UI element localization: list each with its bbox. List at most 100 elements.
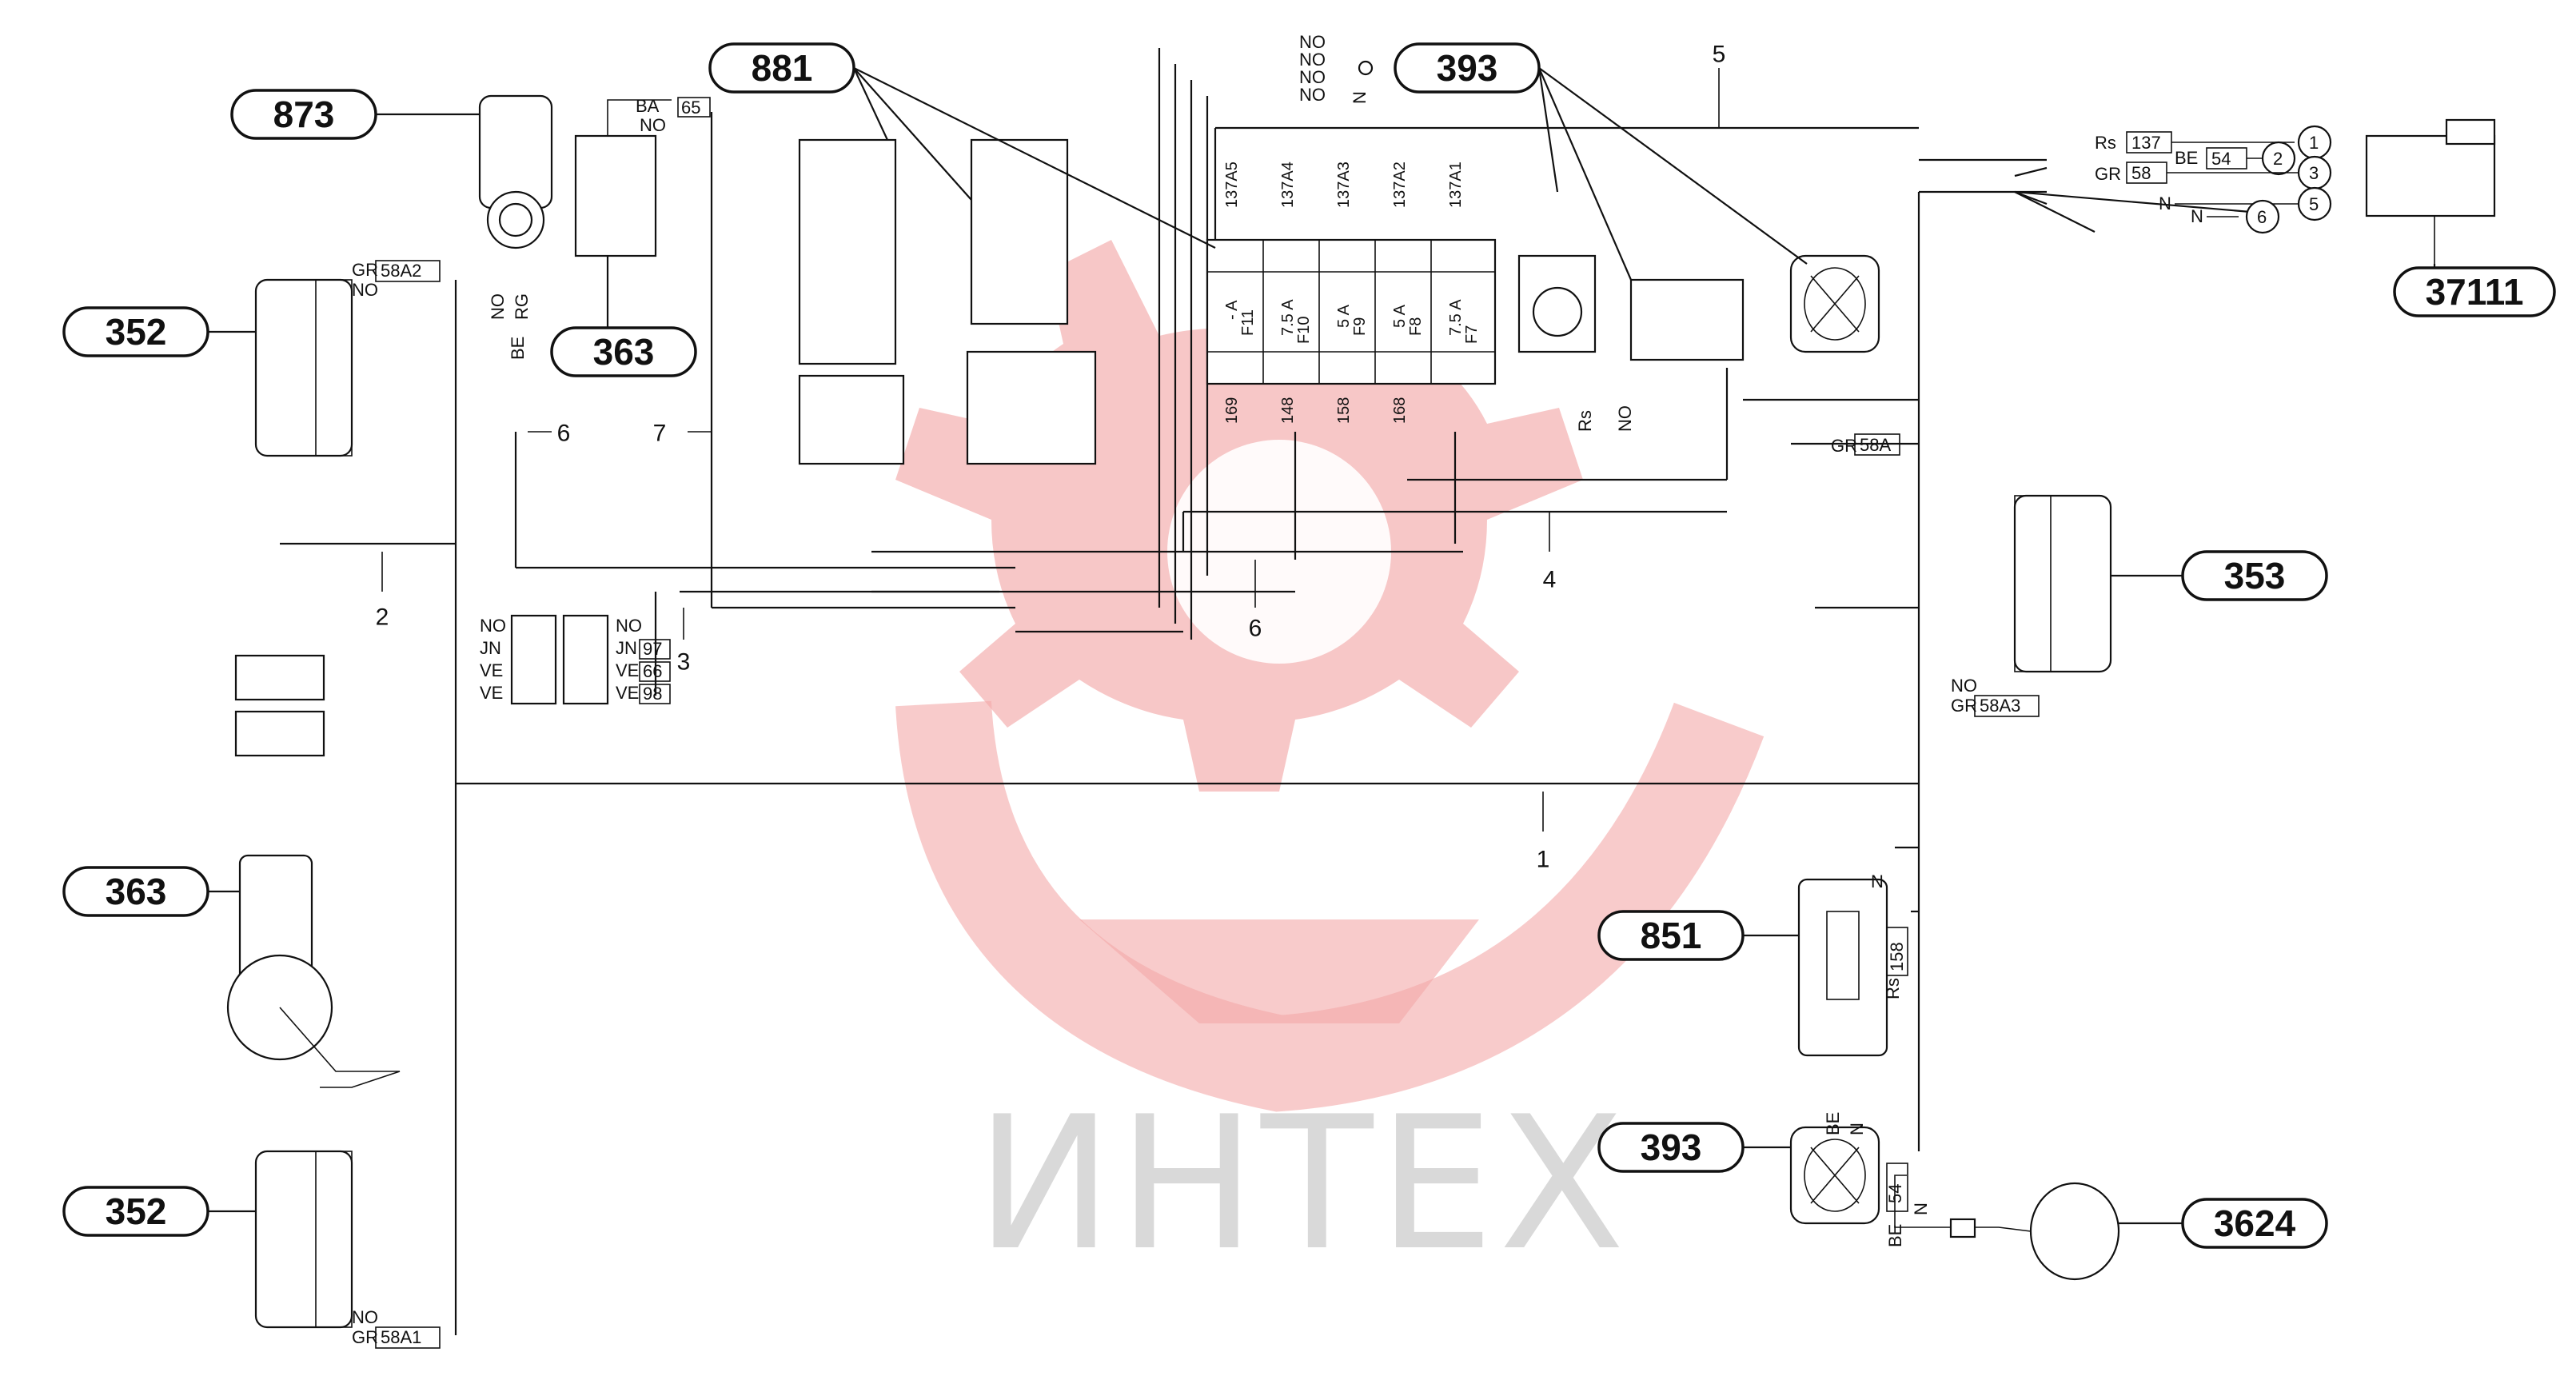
top-ground-labels: NO NO NO NO N [1299,32,1374,105]
fuse-f10: 137A4 7.5 A F10 148 [1279,162,1313,424]
wire-label: Rs [1575,410,1595,432]
callout-37111[interactable] [2393,266,2556,317]
wire-label: VE [616,683,639,703]
pin-row-6: N 6 [2191,199,2280,234]
wire-label: N [1871,871,1884,891]
fuse-f11: 137A5 - A F11 169 [1223,162,1257,424]
fuse-name: F9 [1351,317,1369,336]
wire-label: NO [1951,676,1977,696]
watermark-text: ИНТЕХ [975,1078,1629,1291]
callout-393-top[interactable] [1394,42,1541,94]
fuse-rating: 7.5 A [1279,299,1297,336]
wire-label: NO [616,616,642,636]
fuse-out: 168 [1391,397,1409,424]
component-363-top: BA 65 NO [574,96,711,257]
callout-363-top-label: 363 [593,331,655,373]
wire-label: 58A3 [1980,696,2020,716]
wire-label: NO [488,293,508,320]
harness-number: 6 [1249,616,1262,642]
harness-number: 4 [1543,567,1557,593]
wire-label: NO [480,616,506,636]
callout-873[interactable] [230,89,377,140]
callout-393-bottom-label: 393 [1641,1127,1702,1168]
fuse-out: 148 [1279,397,1297,424]
wire-label: BE [1823,1112,1843,1135]
callout-873-label: 873 [273,94,335,135]
wire-label: NO [1615,405,1635,432]
wire-label: Rs [1883,978,1903,999]
wire-label: NO [352,1307,378,1327]
callout-353[interactable] [2181,550,2328,601]
pin-number: 2 [2273,149,2283,169]
wire-label: NO [1299,85,1326,105]
callout-851[interactable] [1597,910,1745,961]
callout-363-bottom-label: 363 [106,871,167,912]
wire-label: NO [1299,50,1326,70]
component-352-bottom: NO GR 58A1 [254,1150,441,1349]
pin-number: 1 [2309,133,2319,153]
component-3624: 54 BE N [1885,1163,2120,1281]
connector-block-left [798,350,1097,465]
component-881 [798,138,1069,365]
callout-3624[interactable] [2181,1198,2328,1249]
wire-label: BE [508,337,528,360]
callout-363-bottom[interactable] [62,866,209,917]
pin-row-3: GR 58 3 [2095,155,2332,190]
callout-352-bottom[interactable] [62,1186,209,1237]
wire-label: 58A2 [381,261,421,281]
left-switch-block: NO JN VE VE NO JN 97 VE 66 VE 98 [480,614,671,705]
pin-number: 6 [2257,207,2267,227]
component-352-top: GR 58A2 NO [254,260,441,457]
callout-393-bottom[interactable] [1597,1122,1745,1173]
wire-label: VE [616,660,639,680]
callout-352-top[interactable] [62,306,209,357]
fuse-rating: - A [1223,300,1241,320]
component-393-speaker-top [1789,254,1880,353]
wire-label: GR [1831,436,1857,456]
fuse-name: F7 [1463,325,1481,344]
harness-number: 3 [677,649,691,676]
callout-881-label: 881 [752,47,813,89]
fuse-f9: 137A3 5 A F9 158 [1335,162,1369,424]
wire-label: NO [1299,67,1326,87]
callout-353-label: 353 [2224,555,2286,596]
component-363-wiper [226,654,401,1088]
wire-label: 58A1 [381,1327,421,1347]
wire-label: NO [1299,32,1326,52]
pin-code: 137 [2131,133,2161,153]
pin-color: GR [2095,164,2121,184]
callout-363-top[interactable] [550,326,697,377]
fuse-out: 169 [1223,397,1241,424]
fuse-code: 137A3 [1335,162,1353,208]
harness-number: 7 [653,421,667,447]
callout-352-top-label: 352 [106,311,167,353]
fuse-out: 158 [1335,397,1353,424]
fuse-code: 137A2 [1391,162,1409,208]
harness-number: 1 [1537,847,1550,873]
fuse-rating: 5 A [1391,304,1409,328]
fuse-code: 137A1 [1447,162,1465,208]
pin-number: 5 [2309,194,2319,214]
component-353: NO GR 58A3 [1951,494,2112,717]
harness-number: 6 [557,421,571,447]
pin-color: Rs [2095,133,2116,153]
wire-label: 66 [643,661,662,681]
wire-label: NO [352,280,378,300]
wire-label: 158 [1887,942,1907,971]
pin-color: N [2159,193,2171,213]
wire-label: JN [616,638,637,658]
callout-3624-label: 3624 [2214,1203,2296,1244]
component-37111 [2365,118,2496,264]
fuse-name: F8 [1407,317,1425,336]
wire-label: N [1911,1203,1931,1215]
pin-color: N [2191,206,2203,226]
harness-lines [280,48,2047,1335]
callout-881[interactable] [708,42,855,94]
fuse-rating: 5 A [1335,304,1353,328]
pin-code: 58 [2131,163,2151,183]
wire-label: VE [480,660,503,680]
fuse-name: F10 [1295,317,1313,344]
fuse-rating: 7.5 A [1447,299,1465,336]
harness-number: 2 [376,604,389,631]
